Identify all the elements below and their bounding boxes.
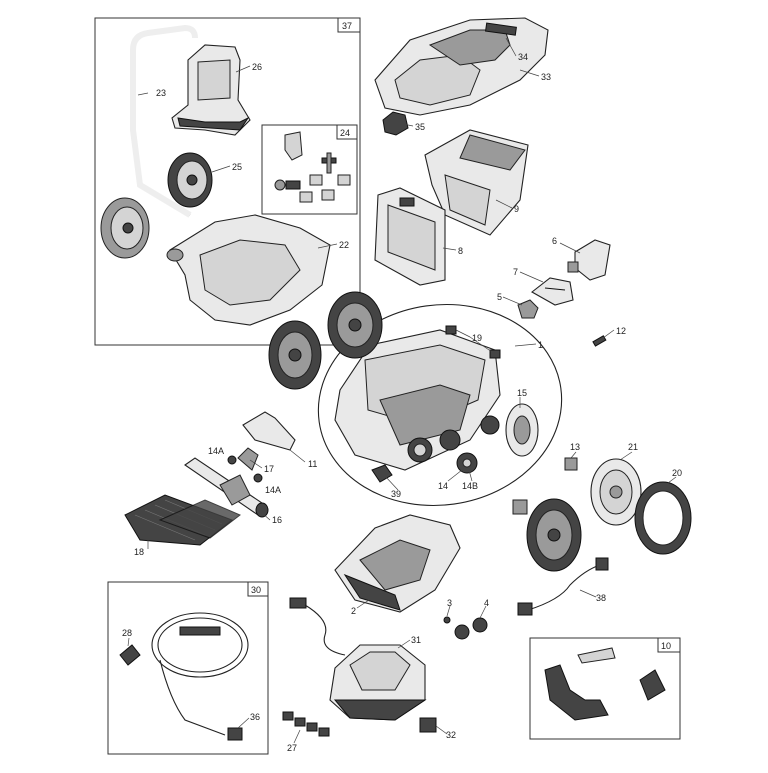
callout-14b: 14B <box>462 481 478 491</box>
kit-box-30-label: 30 <box>251 585 261 595</box>
callout-14a-bottom: 14A <box>265 485 281 495</box>
part-power-plug <box>289 597 346 656</box>
callout-6: 6 <box>552 236 557 246</box>
part-14-drive-gear <box>456 452 478 474</box>
kit-box-37-label: 37 <box>342 21 352 31</box>
callout-27: 27 <box>287 743 297 753</box>
part-17-bracket <box>237 447 259 471</box>
callout-25: 25 <box>232 162 242 172</box>
callout-38: 38 <box>596 593 606 603</box>
callout-8: 8 <box>458 246 463 256</box>
callout-16: 16 <box>272 515 282 525</box>
callout-15: 15 <box>517 388 527 398</box>
part-wheel-rear-right <box>327 291 383 359</box>
part-32-knob <box>419 717 437 733</box>
callout-1: 1 <box>538 340 543 350</box>
callout-2: 2 <box>351 606 356 616</box>
kit-box-10: 10 <box>529 637 681 740</box>
callout-21: 21 <box>628 442 638 452</box>
callout-28: 28 <box>122 628 132 638</box>
part-wheel-rear-left <box>268 320 322 390</box>
kit-box-37: 37 <box>94 17 361 346</box>
part-14a-screws <box>227 455 263 483</box>
part-7-impeller-cover <box>531 277 574 306</box>
callout-39: 39 <box>391 489 401 499</box>
part-axle-cap-front <box>512 499 528 515</box>
callout-14: 14 <box>438 481 448 491</box>
callout-31: 31 <box>411 635 421 645</box>
callout-36: 36 <box>250 712 260 722</box>
part-21-hub <box>590 458 642 526</box>
leader-lines <box>127 37 677 744</box>
callout-33: 33 <box>541 72 551 82</box>
callout-3: 3 <box>447 598 452 608</box>
part-31-power-supply <box>329 644 427 721</box>
part-8-filter-panel <box>374 187 446 286</box>
part-33-top-cover <box>374 17 549 116</box>
part-34-handle-button <box>485 22 517 36</box>
part-3-screw <box>443 616 451 624</box>
part-20-tire <box>634 481 692 555</box>
part-27-clips <box>282 711 330 737</box>
part-13-axle-cap <box>564 457 578 471</box>
callout-7: 7 <box>513 267 518 277</box>
callout-13: 13 <box>570 442 580 452</box>
part-12-pin <box>592 335 607 347</box>
kit-box-10-label: 10 <box>661 641 671 651</box>
part-caddy-wheel <box>100 197 150 259</box>
callout-14a-top: 14A <box>208 446 224 456</box>
callout-17: 17 <box>264 464 274 474</box>
part-23-caddy-handle <box>130 24 198 218</box>
callout-35: 35 <box>415 122 425 132</box>
part-28-swivel <box>119 644 141 666</box>
part-4-gears <box>454 617 488 640</box>
part-9-filter-basket <box>424 129 529 236</box>
callout-5: 5 <box>497 292 502 302</box>
callout-32: 32 <box>446 730 456 740</box>
callout-34: 34 <box>518 52 528 62</box>
kit-box-24-label: 24 <box>340 128 350 138</box>
part-front-wheel <box>526 498 582 572</box>
callout-12: 12 <box>616 326 626 336</box>
part-cable-coil <box>151 612 249 736</box>
part-16-roller-tube <box>184 457 269 518</box>
callout-19: 19 <box>472 333 482 343</box>
callout-18: 18 <box>134 547 144 557</box>
callout-26: 26 <box>252 62 262 72</box>
callout-9: 9 <box>514 204 519 214</box>
part-22-caddy-base <box>166 214 331 326</box>
part-25-caddy-wheel <box>167 152 213 208</box>
part-18-brushes <box>124 494 241 546</box>
part-5-impeller <box>517 299 539 319</box>
part-6-pump-cover <box>567 239 611 281</box>
part-1-chassis <box>334 329 501 471</box>
part-2-motor-block <box>334 514 461 613</box>
callout-23: 23 <box>156 88 166 98</box>
part-11-bumper <box>242 411 296 451</box>
callout-4: 4 <box>484 598 489 608</box>
part-10-kit <box>544 647 666 721</box>
kit-box-24: 24 <box>261 124 358 215</box>
part-26-caddy-bracket <box>171 44 251 136</box>
part-35-latch <box>382 111 409 136</box>
kit-box-30: 30 <box>107 581 269 755</box>
callout-20: 20 <box>672 468 682 478</box>
part-24-clips <box>274 131 351 203</box>
part-39-clip <box>371 464 393 483</box>
part-15-side-gear <box>505 403 539 457</box>
part-36-connector <box>227 727 243 741</box>
callout-11: 11 <box>308 459 317 469</box>
callout-22: 22 <box>339 240 349 250</box>
part-38-cable-harness <box>517 557 609 616</box>
callout-labels: 23 26 25 22 24 33 34 35 9 8 6 7 5 12 1 1… <box>122 52 682 753</box>
main-assembly-outline <box>317 303 563 507</box>
